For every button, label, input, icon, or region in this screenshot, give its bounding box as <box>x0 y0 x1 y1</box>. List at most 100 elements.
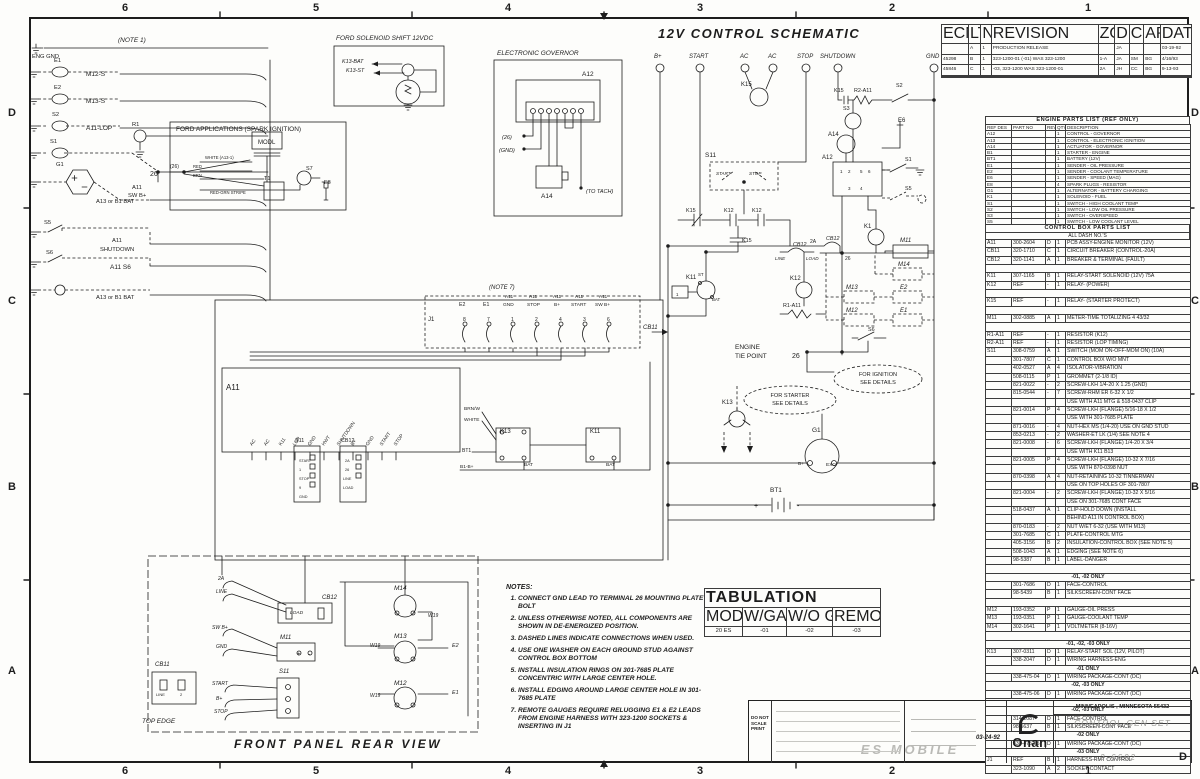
table-cell: RESISTOR (K12) <box>1065 330 1191 341</box>
table-cell: 193-0351 <box>1011 614 1046 624</box>
note-item: REMOTE GAUGES REQUIRE RELUGGING E1 & E2 … <box>518 707 706 731</box>
schematic-label: FOR STARTER <box>771 393 810 399</box>
schematic-label: R1 <box>132 122 139 128</box>
schematic-label: START <box>716 171 732 176</box>
table-cell: REF <box>1011 330 1046 341</box>
table-cell: 1 <box>1055 647 1066 658</box>
table-cell: M11 <box>985 314 1012 324</box>
table-cell: SENDER - COOLANT TEMPERATURE <box>1065 168 1191 176</box>
table-cell: 1 <box>1055 505 1066 516</box>
table-cell: D <box>1045 672 1056 683</box>
schematic-label: GND <box>299 495 308 499</box>
table-cell: 2A <box>1097 64 1116 76</box>
table-cell <box>985 464 1012 474</box>
table-cell: A <box>1045 255 1056 266</box>
schematic-label: START <box>689 54 709 60</box>
notes-title: NOTES: <box>506 584 533 591</box>
table-cell: P <box>1045 455 1056 466</box>
schematic-label: A14 <box>541 193 553 200</box>
schematic-label: A11 <box>553 294 562 300</box>
table-row: USE WITH K11 B13 <box>985 447 1191 457</box>
schematic-label: 1 <box>299 468 301 472</box>
table-cell: SCREW-LKH (FLANGE) 10-32 X 7/16 <box>1065 455 1191 466</box>
table-cell <box>1011 464 1046 474</box>
table-cell: REF <box>1011 297 1046 307</box>
table-cell: 4 <box>1055 364 1066 374</box>
schematic-label: K15 <box>686 208 696 214</box>
drawing-number-row: 2-6602 D <box>1054 751 1191 763</box>
company-city: MINNEAPOLIS , MINNESOTA 55432 <box>1054 701 1191 715</box>
table-cell <box>1055 397 1066 407</box>
table-cell: - <box>1045 380 1056 391</box>
table-cell: 2 <box>1055 522 1066 533</box>
table-row <box>985 631 1191 641</box>
table-cell: NUT-RETAINING 10-32 TINNERMAN <box>1065 472 1191 482</box>
table-cell: SWITCH - LOW OIL PRESSURE <box>1065 205 1191 214</box>
table-cell <box>1097 43 1116 55</box>
table-cell: 1 <box>1055 330 1066 341</box>
table-cell: 1 <box>980 53 992 65</box>
schematic-label: A13 or B1 BAT <box>96 199 135 205</box>
table-cell: WIRING PACKAGE-CONT (DC) <box>1065 672 1191 683</box>
zone-label: 6 <box>121 2 129 14</box>
schematic-label: 2A <box>217 576 225 582</box>
table-cell: - <box>1045 439 1056 449</box>
revision-header: ECN NOLTR NOREVISION ZONEDR CHKAPPD DATE <box>941 24 1193 44</box>
schematic-label: BT1 <box>770 487 782 494</box>
zone-label: C <box>1191 295 1199 307</box>
table-cell <box>985 764 1012 775</box>
table-cell: A <box>1045 547 1056 558</box>
schematic-label: M12-S <box>86 71 106 78</box>
table-cell: CC <box>1128 64 1145 76</box>
zone-label: 6 <box>121 765 129 777</box>
zone-label: 3 <box>696 2 704 14</box>
table-cell: A <box>1045 764 1056 775</box>
table-cell: 1 <box>1055 297 1066 307</box>
schematic-label: M14 <box>394 585 407 592</box>
schematic-label: RED-GRN STRIPE <box>210 190 246 195</box>
zone-label: B <box>8 481 16 493</box>
brand-name: Onan <box>1012 735 1048 750</box>
table-row: BEHIND A11 IN CONTROL BOX) <box>985 514 1191 524</box>
schematic-label: M12 <box>394 680 407 687</box>
table-cell <box>985 397 1012 407</box>
table-cell: P <box>1045 372 1056 382</box>
table-cell: P <box>1045 614 1056 624</box>
table-cell: A <box>967 43 982 55</box>
table-cell: - <box>1045 389 1056 399</box>
table-cell: NUT W/ET 6-32 (USE WITH M13) <box>1065 522 1191 533</box>
schematic-label: 7 <box>487 317 490 323</box>
table-cell: 4 <box>1055 472 1066 482</box>
table-cell: USE WITH K11 B13 <box>1065 447 1191 457</box>
schematic-label: BRN/W <box>464 406 480 412</box>
table-cell: -03, 323-1200 WAS 323-1200-01 <box>990 64 1099 76</box>
table-cell: 1 <box>1055 689 1066 699</box>
table-cell: 821-0022 <box>1011 380 1046 391</box>
schematic-label: M13 <box>846 285 858 291</box>
schematic-label: SHUTDOWN <box>820 54 856 60</box>
drawing-number: 2-6602 <box>1100 752 1137 762</box>
zone-label: 3 <box>696 765 704 777</box>
table-cell: 870-0183 <box>1011 522 1046 533</box>
table-cell: B <box>1045 272 1056 282</box>
table-cell: WASHER-ET LK (1/4) SEE NOTE 4 <box>1065 430 1191 441</box>
schematic-label: A11 S6 <box>110 264 131 271</box>
schematic-label: B+ <box>554 302 560 308</box>
schematic-label: S2 <box>896 83 903 89</box>
table-cell: 853-0213 <box>1011 430 1046 441</box>
table-cell <box>985 447 1012 457</box>
table-cell <box>985 539 1012 549</box>
table-cell: SOCKET-CONTACT <box>1065 764 1191 775</box>
schematic-label: E1 <box>54 58 61 64</box>
table-cell: 1 <box>980 43 992 55</box>
schematic-label: START <box>379 431 393 447</box>
tolerance-block <box>772 701 905 763</box>
schematic-label: E6 <box>898 118 906 124</box>
